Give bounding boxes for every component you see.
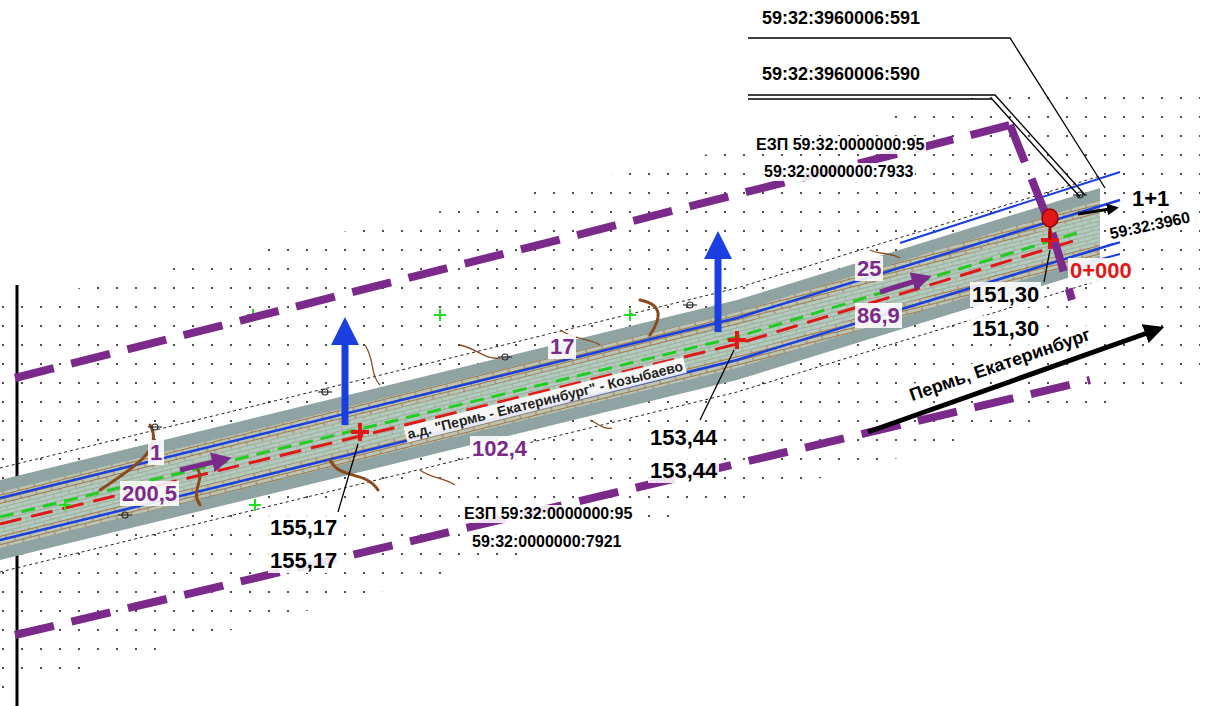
parcel-number: 59:32:3960006:591 <box>760 8 922 29</box>
segment-length: 102,4 <box>470 436 529 461</box>
elevation-label: 153,44 <box>648 458 719 483</box>
elevation-label: 151,30 <box>970 316 1041 341</box>
segment-length: 200,5 <box>120 481 179 506</box>
station-label: 1+1 <box>1130 186 1171 211</box>
segment-length: 86,9 <box>855 303 902 328</box>
zone-label: ЕЗП 59:32:0000000:95 <box>462 505 634 523</box>
zone-label: ЕЗП 59:32:0000000:95 <box>754 136 926 154</box>
road-name: а.д. "Пермь - Екатеринбург" - Козыбаево <box>404 357 687 442</box>
elevation-label: 155,17 <box>268 548 339 573</box>
parcel-number: 59:32:0000000:7921 <box>470 533 623 551</box>
elevation-label: 155,17 <box>268 515 339 540</box>
segment-number: 1 <box>148 440 164 465</box>
parcel-number: 59:32:3960006:590 <box>760 64 922 85</box>
elevation-label: 153,44 <box>648 425 719 450</box>
station-label: 0+000 <box>1068 258 1134 283</box>
parcel-number: 59:32:0000000:7933 <box>762 163 915 181</box>
elevation-label: 151,30 <box>970 282 1041 307</box>
segment-number: 25 <box>855 256 883 281</box>
segment-number: 17 <box>548 334 576 359</box>
parcel-number: 59:32:3960 <box>1106 208 1194 244</box>
